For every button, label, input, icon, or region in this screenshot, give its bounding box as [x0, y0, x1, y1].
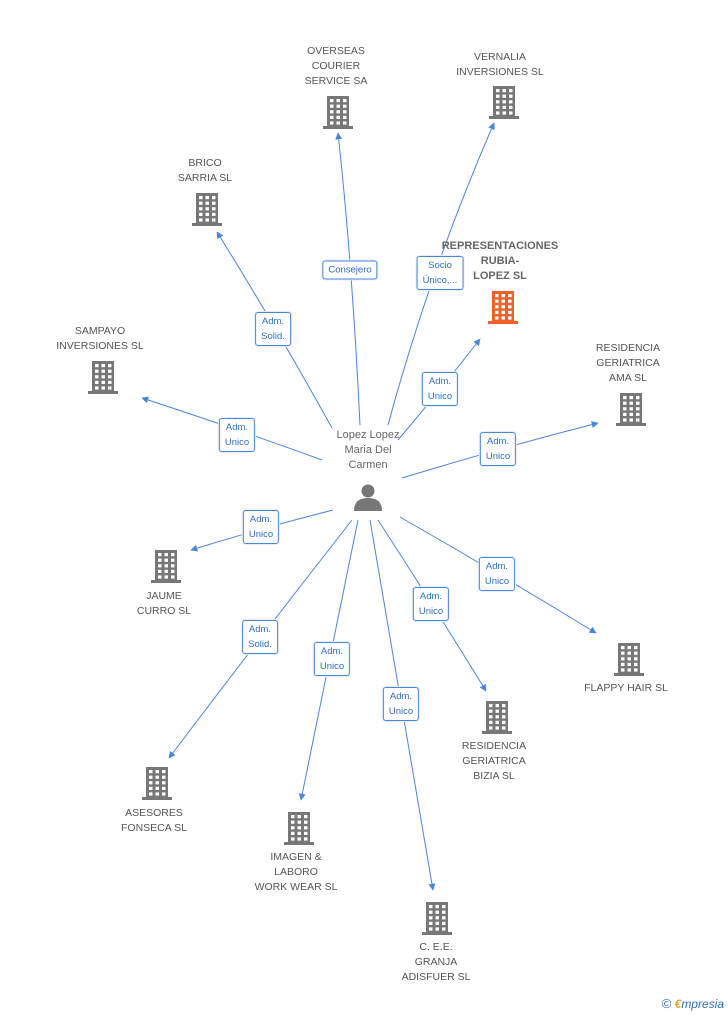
- company-label-cee[interactable]: C. E.E. GRANJA ADISFUER SL: [401, 941, 471, 983]
- building-icon[interactable]: [614, 643, 644, 676]
- building-icon[interactable]: [616, 393, 646, 426]
- building-icon[interactable]: [488, 291, 518, 324]
- company-label-brico[interactable]: BRICO SARRIA SL: [177, 157, 233, 184]
- relation-badge-jaume[interactable]: Adm. Unico: [242, 510, 280, 544]
- relation-badge-sampayo[interactable]: Adm. Unico: [218, 418, 256, 452]
- company-label-residencia_ama[interactable]: RESIDENCIA GERIATRICA AMA SL: [595, 342, 661, 384]
- relation-badge-residencia_ama[interactable]: Adm. Unico: [479, 432, 517, 466]
- copyright-symbol: ©: [661, 996, 672, 1011]
- building-icon[interactable]: [192, 193, 222, 226]
- company-label-flappy[interactable]: FLAPPY HAIR SL: [584, 682, 668, 694]
- brand-logo-text: mpresia: [681, 997, 724, 1011]
- relation-badge-flappy[interactable]: Adm. Unico: [478, 557, 516, 591]
- center-person-label: Lopez Lopez Maria Del Carmen: [336, 429, 400, 471]
- building-icon[interactable]: [142, 767, 172, 800]
- relation-badge-residencia_bizia[interactable]: Adm. Unico: [412, 587, 450, 621]
- building-icon[interactable]: [88, 361, 118, 394]
- relation-badge-vernalia[interactable]: Socio Único,...: [416, 256, 464, 290]
- company-label-asesores[interactable]: ASESORES FONSECA SL: [121, 807, 187, 834]
- building-icon[interactable]: [482, 701, 512, 734]
- company-label-residencia_bizia[interactable]: RESIDENCIA GERIATRICA BIZIA SL: [461, 740, 527, 782]
- building-icon[interactable]: [151, 550, 181, 583]
- company-label-overseas[interactable]: OVERSEAS COURIER SERVICE SA: [304, 45, 368, 87]
- building-icon[interactable]: [489, 86, 519, 119]
- company-label-sampayo[interactable]: SAMPAYO INVERSIONES SL: [56, 325, 144, 352]
- relation-badge-cee[interactable]: Adm. Unico: [382, 687, 420, 721]
- building-icon[interactable]: [284, 812, 314, 845]
- company-label-representaciones[interactable]: REPRESENTACIONES RUBIA- LOPEZ SL: [441, 240, 559, 282]
- relation-badge-representaciones[interactable]: Adm. Unico: [421, 372, 459, 406]
- company-label-imagen[interactable]: IMAGEN & LABORO WORK WEAR SL: [254, 851, 338, 893]
- brand-logo-e: €: [674, 997, 682, 1011]
- relation-badge-asesores[interactable]: Adm. Solid.: [242, 620, 278, 654]
- building-icon[interactable]: [323, 96, 353, 129]
- building-icon[interactable]: [422, 902, 452, 935]
- person-icon[interactable]: [354, 484, 382, 512]
- relation-badge-brico[interactable]: Adm. Solid.: [255, 312, 291, 346]
- company-label-jaume[interactable]: JAUME CURRO SL: [136, 590, 192, 617]
- company-label-vernalia[interactable]: VERNALIA INVERSIONES SL: [456, 51, 544, 78]
- brand-footer: © €mpresia: [662, 996, 724, 1011]
- relation-badge-imagen[interactable]: Adm. Unico: [313, 642, 351, 676]
- relation-badge-overseas[interactable]: Consejero: [322, 260, 378, 280]
